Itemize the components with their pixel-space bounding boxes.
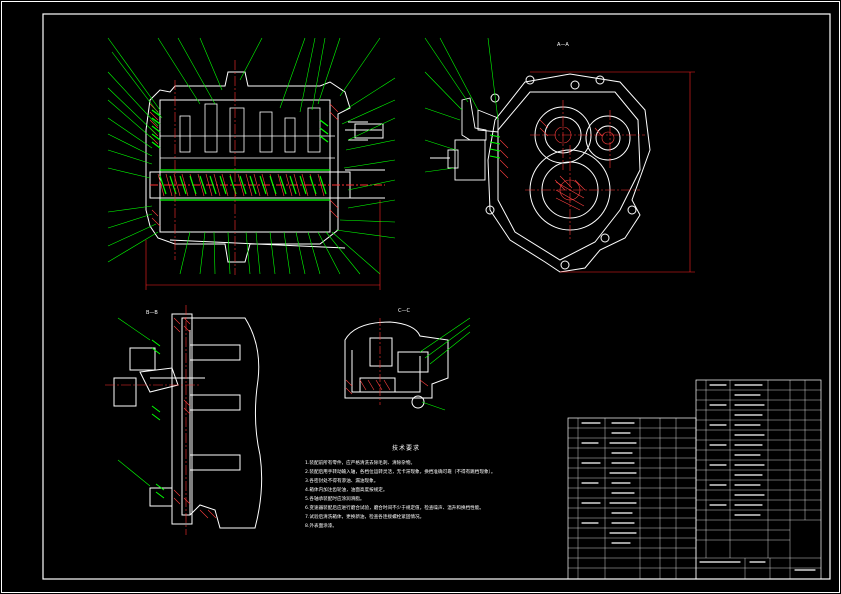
spline-bands — [151, 109, 330, 201]
section-a-label: A—A — [557, 42, 569, 48]
section-c-view — [344, 317, 471, 411]
section-b-label: B—B — [146, 310, 158, 316]
section-c-label: C—C — [398, 308, 410, 314]
section-b-view — [105, 305, 263, 535]
note-line: 6.变速器装配后应进行磨合试验，磨合时间不少于规定值，检查噪声、温升和换档性能。 — [305, 506, 484, 511]
main-shaft — [149, 171, 385, 199]
note-line: 8.外表面涂漆。 — [305, 524, 337, 529]
note-line: 2.装配后用手转动输入轴，各档位运转灵活，无卡滞现象，换档准确可靠（不得有跳档现… — [305, 470, 496, 475]
note-line: 3.各密封处不得有渗油、漏油现象。 — [305, 479, 379, 484]
parts-list-table — [567, 379, 822, 580]
overall-dimension — [145, 200, 381, 290]
note-line: 5.各轴承装配时应涂润滑脂。 — [305, 497, 365, 502]
main-section-view — [107, 37, 396, 290]
note-line: 7.试验后清洗箱体，更换新油，检查各连接螺栓紧固情况。 — [305, 515, 425, 520]
part-leaders — [107, 37, 396, 275]
section-a-view — [424, 37, 695, 273]
technical-notes-title: 技术要求 — [392, 445, 421, 452]
note-line: 4.箱体内加注齿轮油，油面高度按规定。 — [305, 488, 388, 493]
parts-list-scribbles — [581, 384, 816, 571]
note-line: 1.装配前所有零件，应严格清洗去除毛刺、清除杂物。 — [305, 461, 416, 466]
